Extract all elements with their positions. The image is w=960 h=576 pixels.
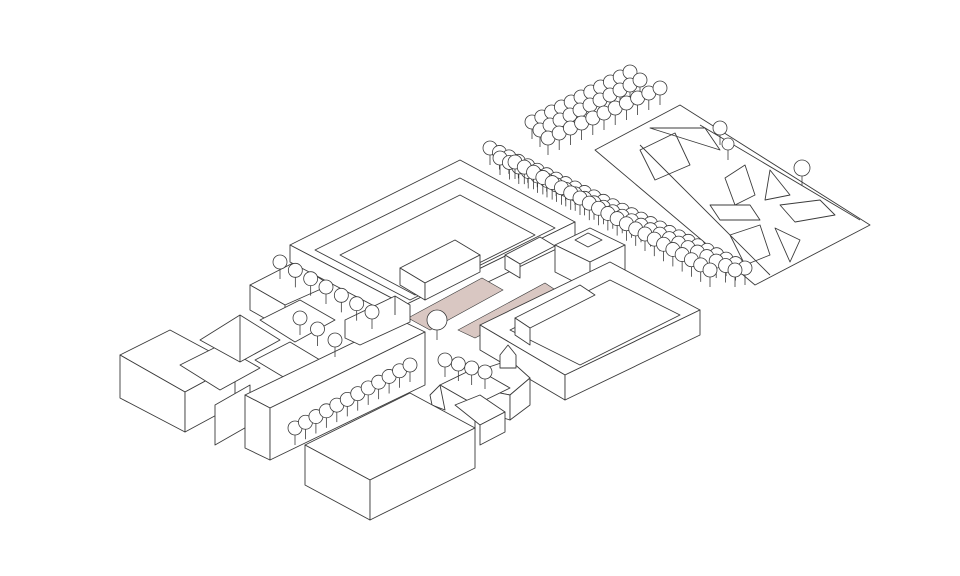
west-wing-roof-annex — [179, 344, 261, 391]
tree-layer — [272, 64, 811, 445]
east-courtyard-wing-side — [514, 317, 531, 346]
parterre-bed — [774, 227, 801, 263]
tree — [364, 304, 380, 329]
tree — [349, 296, 365, 321]
tree — [607, 100, 623, 125]
tree — [333, 287, 349, 313]
tower-lantern — [574, 232, 603, 248]
courtyard-pavilion-front — [424, 254, 481, 301]
tree — [464, 360, 480, 385]
parterre-bed — [724, 164, 756, 206]
tree — [287, 262, 303, 288]
tree — [437, 352, 453, 377]
chapel-spire — [499, 344, 517, 369]
parterre-bed — [709, 204, 761, 221]
parterre-bed — [639, 132, 691, 181]
parterre-bed — [779, 199, 836, 223]
east-courtyard-south-facade — [564, 309, 701, 401]
chapel-wing-front — [479, 411, 506, 446]
tree — [793, 159, 811, 186]
chapel-front — [509, 377, 531, 421]
east-courtyard-building — [479, 261, 701, 401]
tree — [450, 356, 466, 381]
north-courtyard-building — [289, 159, 576, 323]
tree — [327, 332, 343, 357]
courtyard-annex-side — [504, 254, 521, 279]
tree — [652, 80, 668, 105]
parterre-bed — [729, 224, 771, 266]
courtyard-yard — [339, 194, 536, 296]
tree — [712, 120, 728, 145]
tree — [563, 120, 578, 145]
tree — [318, 279, 334, 304]
chapel — [429, 344, 531, 446]
south-block-front — [369, 427, 476, 521]
tree — [303, 271, 319, 296]
tree — [402, 357, 418, 382]
tree — [477, 364, 493, 389]
parterre-bed — [649, 127, 721, 151]
tree — [272, 254, 288, 279]
tree — [721, 137, 735, 160]
tree — [727, 262, 743, 287]
tree — [310, 321, 325, 346]
tree — [702, 262, 718, 287]
garden-path — [639, 144, 771, 276]
tree — [619, 95, 634, 120]
south-block — [304, 392, 476, 521]
west-wing — [119, 261, 336, 446]
chapel-gable — [429, 384, 446, 411]
tree — [292, 310, 308, 335]
parterre-bed — [764, 169, 791, 201]
tree — [426, 309, 448, 340]
